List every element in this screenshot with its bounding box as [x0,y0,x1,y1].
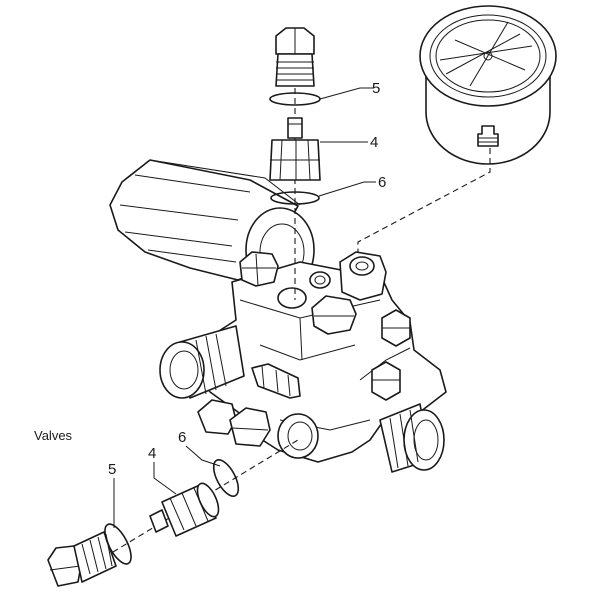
gauge-port-boss [339,251,387,301]
threaded-inlet-left [159,325,245,399]
hose-barb-fitting [251,363,301,399]
lower-valve-port [277,413,319,459]
hex-bolt-right-lower [371,361,401,401]
callout-top-4: 4 [370,134,378,151]
gauge-port-guide-line [357,148,491,262]
leader-bottom-4 [153,462,177,495]
callout-bottom-4: 4 [148,445,156,462]
threaded-outlet-right [379,403,445,473]
leader-top-5 [319,87,374,100]
valve-cartridge-top [269,117,321,181]
callout-bottom-6: 6 [178,429,186,446]
o-ring-bottom-upper [212,459,240,497]
hex-bolt-right-upper [381,309,411,347]
o-ring-bottom [104,523,132,565]
hex-bolt-top-left [239,251,279,287]
valve-plug-top [275,27,315,87]
o-ring-top-lower [270,191,320,205]
valves-caption: Valves [34,428,73,443]
leader-bottom-6 [185,445,221,467]
pressure-gauge [419,5,557,165]
valve-cartridge-bottom [149,482,220,537]
callout-bottom-5: 5 [108,461,116,478]
hex-plug-center [311,295,357,335]
hex-nut-lower-left [197,399,271,447]
callout-top-6: 6 [378,174,386,191]
leader-top-6 [318,181,376,197]
valve-plug-bottom [47,531,117,587]
callout-top-5: 5 [372,80,380,97]
